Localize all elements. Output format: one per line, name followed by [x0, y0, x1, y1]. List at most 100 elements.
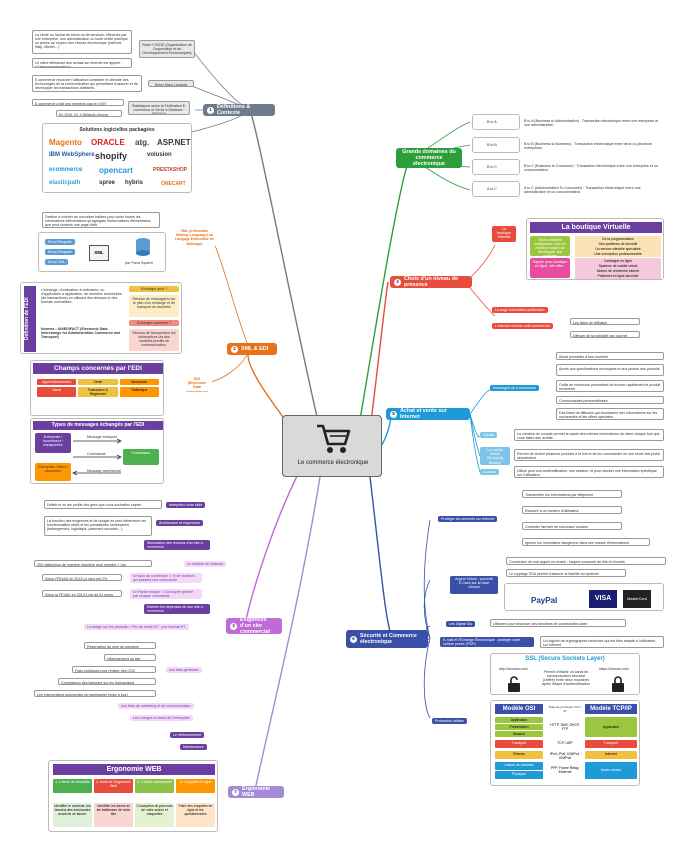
xml-diagram-label: Envoi XML: [45, 259, 69, 266]
boutique-item: Moteur de recherche interne: [575, 268, 661, 274]
exigence-item: Le taux de conversion = % de visiteurs q…: [130, 573, 202, 583]
branch-label: Choix d'un niveau de présence: [404, 276, 458, 288]
tcp-layer: Transport: [585, 740, 637, 748]
logo-websphere: IBM WebSphere: [49, 152, 95, 158]
achat-avantages: Avantages du e-commerce: [490, 385, 539, 392]
ergonomie-step-body: Identifier les forces et les faiblesses …: [94, 803, 133, 827]
avantage-item: Accès aux spécifications techniques et a…: [556, 364, 664, 376]
branch-securite[interactable]: 6 Sécurité et Commerce électronique: [346, 630, 428, 648]
boutique-left-top: Vous certaines entreprises c'est un meil…: [530, 236, 570, 256]
exigence-item: Architecture et ergonomie: [156, 520, 204, 527]
avantage-item: Des listes de diffusion qui fournissent …: [556, 408, 664, 420]
achat-caddie-text: La création du compte permet la saisie d…: [514, 429, 664, 441]
achat-virtual-caddie-text: Permet de choisir plusieurs produits à l…: [514, 449, 664, 461]
edi-field: Vente: [78, 379, 118, 385]
payment-logos: PayPal VISA MasterCard: [504, 583, 664, 611]
protocol-cell: PPP, Frame Relay, Ethernet: [550, 766, 580, 774]
protocol-cell: HTTP, DNS, DHCP, FTP: [550, 723, 580, 730]
branch-xml-edi[interactable]: 2 XML & EDI: [227, 343, 277, 355]
osi-title: Modèle OSI: [495, 704, 543, 714]
securite-argent-item: Conversion de vrai argent en ecash : l'a…: [506, 557, 666, 565]
securite-email: E-mail et l'Échange Électronique : proté…: [440, 637, 534, 647]
securite-email-text: Un logiciel de cryptographie renforcée q…: [540, 636, 664, 648]
ergonomie-step: 3- L'étude conceptuelle: [135, 779, 174, 793]
branch-label: Sécurité et Commerce électronique: [360, 633, 417, 645]
domain-icon-b-to-a: B to A: [472, 114, 520, 130]
securite-proteger-item: Recourir à un numéro d'utilisateur: [522, 506, 622, 514]
ssl-http: http://domain.com: [499, 667, 528, 671]
branch-ergonomie[interactable]: 7 Ergonomie WEB: [228, 786, 284, 798]
logo-prestashop: PRESTASHOP: [153, 167, 188, 173]
ergonomie-step: 1- L'étude de faisabilité: [53, 779, 92, 793]
edi-definition-text: L'échange, d'ordinateur à ordinateur, ou…: [39, 286, 125, 324]
logo-visa: VISA: [589, 590, 617, 608]
achat-caddie: Caddie: [480, 432, 498, 439]
osi-layer: Application: [495, 717, 543, 723]
edi-message-label: Commande: [87, 452, 106, 456]
domain-icon-b-to-c: B to C: [472, 159, 520, 175]
xml-diagram-label: par Parra System: [125, 261, 153, 265]
logo-hybris: hybris: [125, 180, 144, 186]
unlock-icon: [508, 676, 520, 692]
exigence-item: Les frais de marketing et de communicati…: [118, 703, 194, 710]
edi-field: Approvisionnement: [37, 379, 77, 385]
osi-layer: Session: [495, 731, 543, 737]
logo-spree: spree: [99, 180, 116, 186]
exigence-note: Réservation du nom de domaine: [84, 642, 156, 649]
exigence-note: Hébergement du site: [104, 654, 156, 661]
osi-layer: Liaison de données: [495, 762, 543, 770]
definition-text: E-commerce a fait ses premiers pas en 19…: [32, 99, 124, 106]
edi-message-actor: Entreprise / fournisseur / transporteur: [35, 433, 71, 453]
branch-number: 4: [394, 278, 401, 286]
branch-grands-domaines[interactable]: Grands domaines du commerce électronique: [396, 148, 462, 168]
domain-text: B to B (Business to Business) : Transact…: [522, 140, 662, 150]
edi-what-answer: Réseau de messagerie sur le plan d'un éc…: [129, 295, 179, 317]
presence-page-info: La page informative publicitaire: [492, 307, 548, 314]
domain-icon-b-to-b: B to B: [472, 137, 520, 153]
domain-code: B to C: [487, 165, 497, 169]
boutique-item: Des systèmes de sécurité: [575, 241, 661, 247]
definition-text: Le client effectuant des achats sur inte…: [32, 58, 132, 68]
central-topic: Le commerce électronique: [282, 415, 382, 477]
xml-document-icon: XML: [89, 245, 109, 261]
domain-icon-a-to-c: A to C: [472, 181, 520, 197]
achat-virtual-caddie: Le caddie Virtuel (Shopping Basket): [480, 447, 510, 465]
branch-label: Ergonomie WEB: [242, 786, 271, 798]
logo-magento: Magento: [49, 138, 82, 147]
definition-text: La vente ou l'achat de biens ou de servi…: [32, 30, 132, 54]
securite-proteger-item: Contrôler l'arrivée de nouveaux cookies: [522, 522, 622, 530]
tcp-layer: Application: [585, 717, 637, 737]
definition-text: En 2015, 51,1 Milliards d'euros: [56, 110, 122, 117]
securite-proteger-item: Transmettre les informations par télépho…: [522, 490, 622, 498]
branch-definitions[interactable]: 1 Définitions & Contexte: [203, 104, 275, 116]
branch-number: 7: [232, 788, 239, 796]
securite-protocoles: Protocoles utilisés: [432, 718, 467, 725]
edi-message-actor: Fournisseur: [123, 449, 159, 465]
domain-text: B to C (Business to Consumer) : Transact…: [522, 162, 662, 172]
branch-exigences[interactable]: 3 Exigences d'un site commercial: [226, 617, 282, 635]
edi-messages-title: Types de messages échangés par l'EDI: [33, 421, 163, 430]
protocol-cell: TCP, UDP: [557, 741, 573, 745]
branch-number: 2: [231, 345, 238, 353]
edi-how-question: Echanger comment ?: [129, 320, 179, 327]
ergonomie-grid: 1- L'étude de faisabilité 2- Audit de l'…: [53, 779, 215, 827]
exigence-note: La fonction des exigences et de budget s…: [44, 516, 152, 536]
branch-number: 5: [390, 410, 397, 418]
avantage-item: Achat possibles à tout moment: [556, 352, 664, 360]
ssl-text: Permet d'établir un canal de communicati…: [539, 668, 593, 692]
exigence-item: Les charges et taxes de l'entreprise: [130, 715, 193, 722]
edi-message-actor: Entreprise / client / assureurs: [35, 463, 71, 481]
edi-fields-title: Champs concernés par l'EDI: [33, 363, 163, 374]
osi-layer: Présentation: [495, 724, 543, 730]
boutique-item: De la programmation: [575, 236, 661, 242]
branch-presence[interactable]: 4 Choix d'un niveau de présence: [390, 276, 472, 288]
logo-ecommerce: ecommerce: [49, 167, 83, 173]
exigence-note: Définir le ou les profils des gens que v…: [44, 500, 162, 509]
branch-achat[interactable]: 5 Achat et vente sur Internet: [386, 408, 470, 420]
presence-internet-item: Les listes de diffusion: [570, 318, 640, 325]
boutique-left-bottom: Rapide avec boutique en ligne, site offr…: [530, 258, 570, 278]
branch-number: 6: [350, 635, 357, 643]
ergonomie-step: 4- L'enquête en ligne: [176, 779, 215, 793]
osi-layer: Réseau: [495, 751, 543, 759]
boutique-item: Paiement en ligne sécurisé: [575, 273, 661, 279]
